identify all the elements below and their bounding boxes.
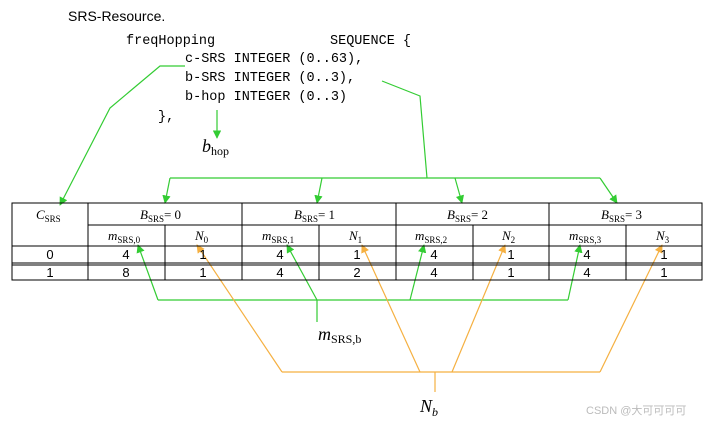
n-b-label: Nb	[419, 396, 438, 419]
n-b-arrow-1	[361, 244, 421, 373]
code-close-brace: },	[158, 110, 175, 125]
c-srs-header: CSRS	[36, 207, 61, 224]
code-b-hop: b-hop INTEGER (0..3)	[185, 90, 348, 105]
table-cell: 1	[353, 247, 360, 262]
b-srs-0-header: BSRS= 0	[140, 207, 181, 224]
table-cell: 1	[660, 247, 667, 262]
table-cell: 1	[199, 247, 206, 262]
n-3-header: N3	[655, 228, 670, 245]
m-srs-1-header: mSRS,1	[262, 228, 294, 245]
table-cell: 2	[353, 265, 360, 280]
table-cell: 4	[583, 247, 590, 262]
n-1-header: N1	[348, 228, 362, 245]
m-srs-2-header: mSRS,2	[415, 228, 447, 245]
table-cell: 1	[46, 265, 53, 280]
n-b-arrow-3	[599, 244, 663, 373]
code-freqhopping: freqHopping	[126, 34, 216, 49]
m-srs-arrow-2	[409, 244, 427, 301]
code-sequence: SEQUENCE {	[330, 34, 412, 49]
code-c-srs: c-SRS INTEGER (0..63),	[185, 52, 364, 67]
b-srs-arrow-0	[162, 177, 171, 204]
table-cell: 4	[276, 265, 283, 280]
table-cell: 4	[276, 247, 283, 262]
m-srs-arrow-1	[286, 244, 318, 301]
b-srs-3-header: BSRS= 3	[601, 207, 642, 224]
n-b-arrow-2	[451, 244, 506, 373]
n-b-arrow-0	[196, 244, 283, 373]
green-connectors	[59, 65, 618, 322]
diagram-title: SRS-Resource.	[68, 8, 166, 24]
table-grid	[11, 202, 703, 281]
table-cell: 0	[46, 247, 53, 262]
b-srs-arrow-3	[599, 177, 618, 204]
m-srs-b-label: mSRS,b	[318, 324, 361, 346]
m-srs-arrow-0	[136, 244, 159, 301]
table-cell: 4	[430, 265, 437, 280]
b-srs-1-header: BSRS= 1	[294, 207, 335, 224]
b-srs-arrow-2	[454, 177, 465, 204]
table-row: 1 8 1 4 2 4 1 4 1	[46, 265, 667, 280]
table-cell: 1	[199, 265, 206, 280]
table-cell: 4	[430, 247, 437, 262]
b-srs-arrow-1	[314, 177, 323, 204]
table-cell: 1	[660, 265, 667, 280]
watermark: CSDN @大可可可可	[586, 405, 687, 417]
orange-connectors	[196, 244, 663, 392]
b-srs-link	[381, 80, 428, 179]
table-cell: 8	[122, 265, 129, 280]
c-srs-arrow	[59, 65, 185, 206]
table-cell: 1	[507, 247, 514, 262]
m-srs-arrow-3	[567, 244, 583, 301]
table-cell: 1	[507, 265, 514, 280]
table-cell: 4	[122, 247, 129, 262]
table-row: 0 4 1 4 1 4 1 4 1	[46, 247, 667, 262]
m-srs-0-header: mSRS,0	[108, 228, 141, 245]
m-srs-3-header: mSRS,3	[569, 228, 602, 245]
b-srs-2-header: BSRS= 2	[447, 207, 488, 224]
n-0-header: N0	[194, 228, 209, 245]
n-2-header: N2	[501, 228, 515, 245]
code-b-srs: b-SRS INTEGER (0..3),	[185, 71, 356, 86]
b-hop-label: bhop	[202, 136, 229, 158]
table-cell: 4	[583, 265, 590, 280]
